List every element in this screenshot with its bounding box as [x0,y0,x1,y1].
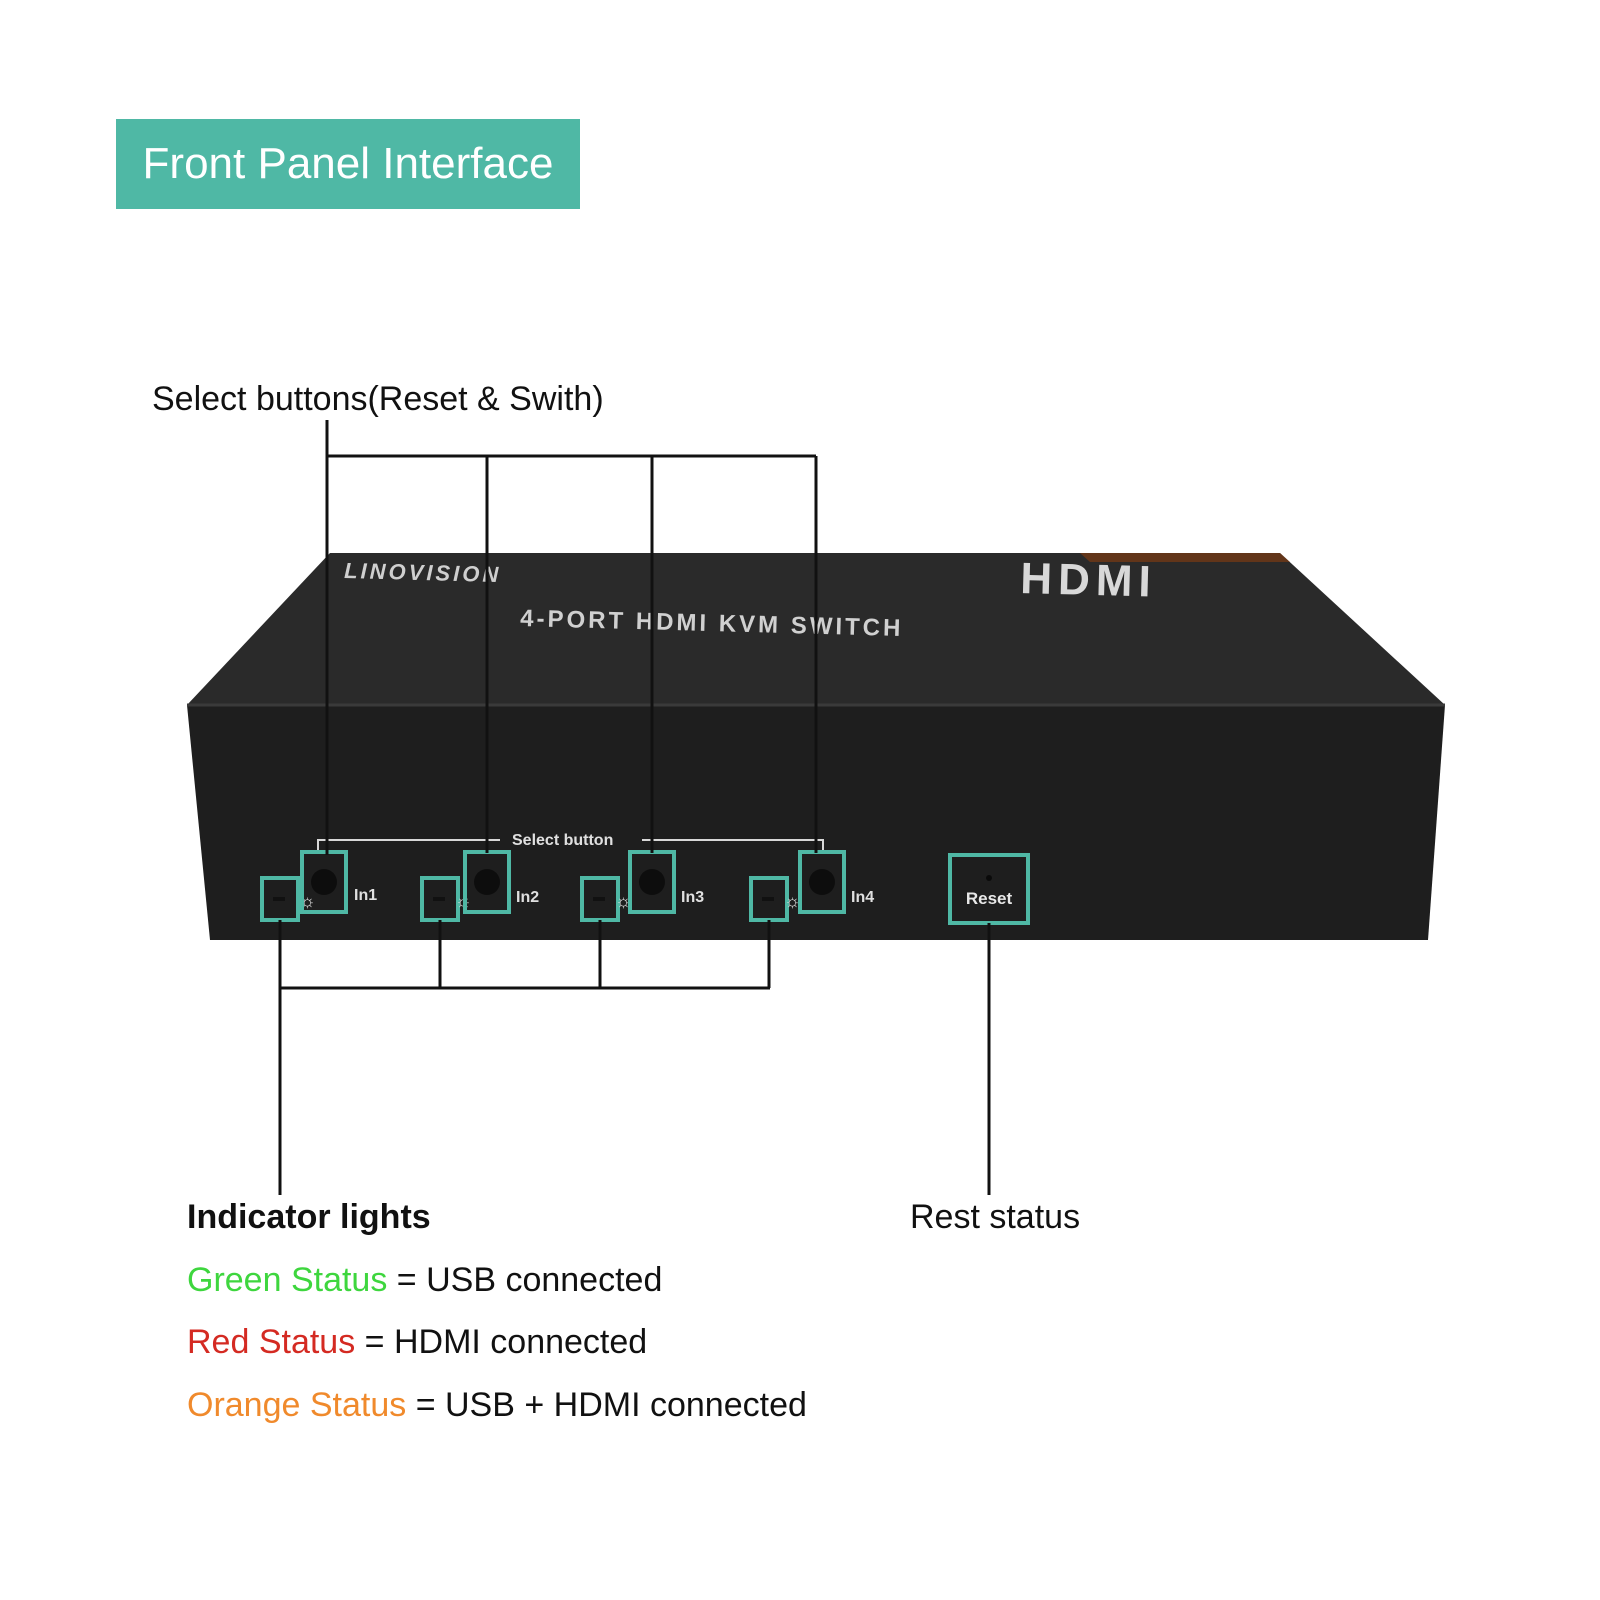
status-name: Orange Status [187,1386,407,1424]
status-meaning: = HDMI connected [364,1323,648,1361]
select-buttons-callout: Select buttons(Reset & Swith) [152,380,604,418]
indicator-light-3 [593,897,605,901]
status-meaning: = USB connected [396,1261,663,1299]
status-name: Red Status [187,1323,356,1361]
select-button-4[interactable] [809,869,835,895]
indicator-lights-leader-lines [278,920,771,1195]
select-button-3[interactable] [639,869,665,895]
sun-icon: ☼ [784,891,801,911]
reset-pinhole[interactable] [986,875,992,881]
legend-item-green: Green Status = USB connected [187,1261,662,1300]
hdmi-logo: HDMI [1020,554,1158,607]
indicator-light-4 [762,897,774,901]
legend-item-orange: Orange Status = USB + HDMI connected [187,1386,807,1425]
status-meaning: = USB + HDMI connected [415,1386,807,1424]
port-label-3: In3 [681,889,704,906]
indicator-light-1 [273,897,285,901]
select-button-1[interactable] [311,869,337,895]
sun-icon: ☼ [615,891,632,911]
select-buttons-leader-lines [325,420,818,855]
indicator-lights-heading: Indicator lights [187,1198,431,1236]
legend-item-red: Red Status = HDMI connected [187,1323,647,1362]
status-name: Green Status [187,1261,388,1299]
page-title: Front Panel Interface [116,119,580,209]
select-button-4-box[interactable] [798,850,846,914]
device-top-edge-accent [1080,553,1290,562]
reset-label: Reset [966,889,1013,908]
brand-logo: LINOVISION [344,558,502,587]
select-button-bracket [317,839,824,850]
select-button-label: Select button [512,832,613,849]
indicator-light-2 [433,897,445,901]
select-button-2[interactable] [474,869,500,895]
port-label-2: In2 [516,889,539,906]
port-label-1: In1 [354,887,377,904]
rest-status-callout: Rest status [910,1198,1081,1236]
select-button-1-box[interactable] [300,850,348,914]
port-label-4: In4 [851,889,874,906]
